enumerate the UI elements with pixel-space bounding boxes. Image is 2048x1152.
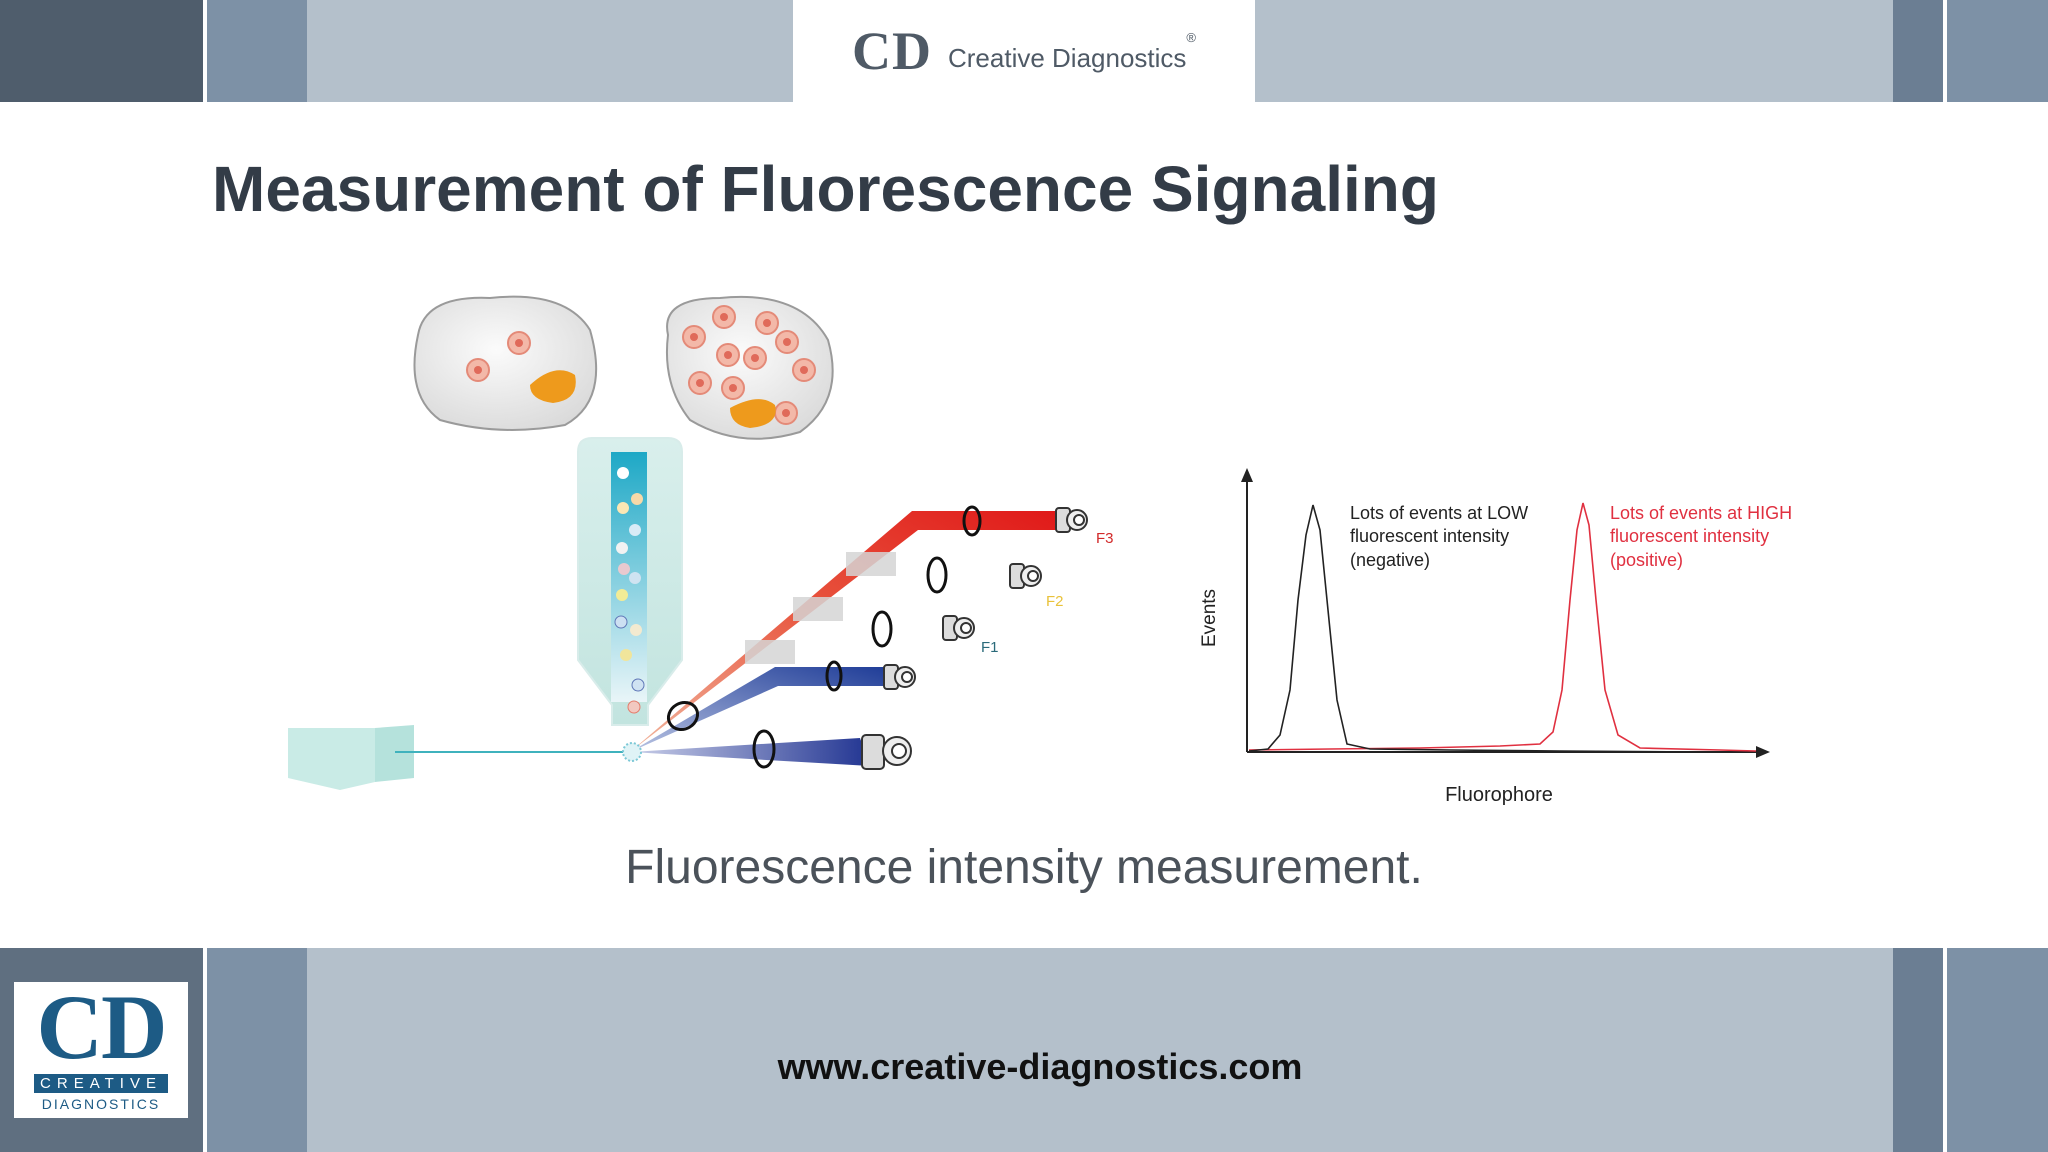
cell-high-expression (665, 295, 834, 440)
header-logo-mark: CD (851, 21, 932, 81)
detector-label-f2: F2 (1046, 593, 1064, 610)
header-band-light-right (1255, 0, 1893, 102)
positive-note-line2: fluorescent intensity (1610, 526, 1769, 546)
detectors: F3 F2 F1 (861, 507, 1114, 770)
footer-url-link[interactable]: www.creative-diagnostics.com (777, 1046, 1303, 1087)
positive-note-line3: (positive) (1610, 550, 1683, 570)
negative-note-line1: Lots of events at LOW (1350, 503, 1528, 523)
footer-band-mid-right (1893, 948, 1943, 1152)
histogram-x-arrow (1756, 746, 1770, 758)
header-logo-registered: ® (1186, 30, 1197, 45)
negative-note-line3: (negative) (1350, 550, 1430, 570)
detector-label-f1: F1 (981, 639, 999, 656)
header-logo-name: Creative Diagnostics (947, 42, 1187, 73)
detector-f3 (1055, 507, 1088, 533)
positive-note-line1: Lots of events at HIGH (1610, 503, 1792, 523)
laser-source (288, 725, 630, 790)
header-logo: CD Creative Diagnostics ® (793, 0, 1255, 102)
detector-f1 (942, 615, 975, 641)
detector-side (883, 664, 916, 690)
detector-scatter (861, 734, 912, 770)
header-band-mid-right (1893, 0, 1943, 102)
light-paths (622, 505, 1065, 769)
fluorescence-histogram: Events Fluorophore Lots of events at LOW… (1199, 468, 1792, 806)
footer-logo-creative: CREATIVE (34, 1074, 168, 1093)
histogram-y-label: Events (1199, 589, 1220, 647)
footer-logo: CD CREATIVE DIAGNOSTICS (14, 976, 188, 1118)
header-band-edge-right (1947, 0, 2048, 102)
detector-label-f3: F3 (1096, 530, 1114, 547)
positive-curve (1248, 502, 1757, 752)
footer-band-edge-right (1947, 948, 2048, 1152)
cell-low-expression (413, 295, 598, 431)
negative-note-line2: fluorescent intensity (1350, 526, 1509, 546)
negative-curve (1248, 504, 1701, 753)
footer-band-light (307, 948, 1893, 1152)
histogram-y-arrow (1241, 468, 1253, 482)
slide-title: Measurement of Fluorescence Signaling (212, 153, 1439, 225)
histogram-x-label: Fluorophore (1445, 784, 1553, 806)
figure-caption: Fluorescence intensity measurement. (625, 841, 1423, 894)
detector-f2 (1009, 563, 1042, 589)
header-band-mid-left (207, 0, 307, 102)
footer-band-mid-left (207, 948, 307, 1152)
header-band-light (307, 0, 793, 102)
flow-nozzle (577, 437, 683, 726)
footer-logo-mark: CD (36, 976, 168, 1078)
header-band-dark-left (0, 0, 203, 102)
footer-logo-diagnostics: DIAGNOSTICS (41, 1096, 161, 1112)
